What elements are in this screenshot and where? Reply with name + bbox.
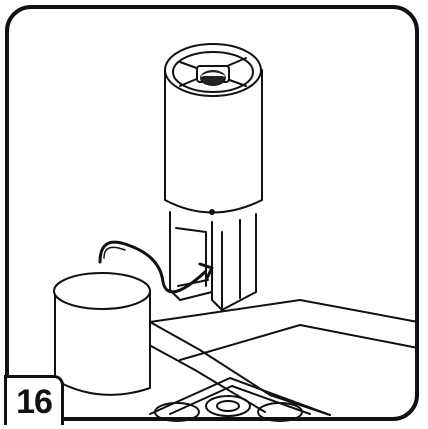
drain-covers (154, 395, 303, 422)
bottom-hatch (169, 211, 257, 311)
sauna-heater (164, 43, 263, 215)
stone-cylinder (53, 272, 151, 396)
insertion-arrow (98, 240, 214, 294)
floor-plate (139, 299, 419, 416)
step-number: 16 (16, 382, 53, 421)
step-badge: 16 (4, 375, 64, 425)
